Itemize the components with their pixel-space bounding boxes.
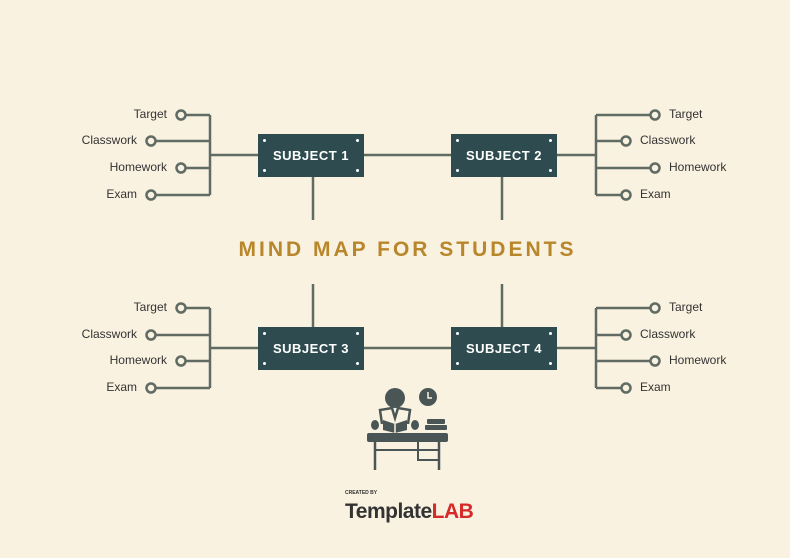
subject-2-box: SUBJECT 2: [451, 134, 557, 177]
branch-label-target: Target: [669, 300, 703, 314]
node-circle-icon: [145, 329, 157, 341]
node-circle-icon: [175, 302, 187, 314]
branch-label-target: Target: [133, 300, 167, 314]
books-icon: [425, 419, 447, 430]
node-circle-icon: [649, 162, 661, 174]
branch-label-exam: Exam: [106, 380, 137, 394]
logo-created-by: CREATED BY: [345, 490, 378, 496]
subject-3-box: SUBJECT 3: [258, 327, 364, 370]
branch-label-homework: Homework: [669, 353, 727, 367]
node-circle-icon: [620, 329, 632, 341]
node-circle-icon: [620, 382, 632, 394]
subject-label: SUBJECT 3: [272, 341, 350, 356]
branch-label-exam: Exam: [106, 187, 137, 201]
clock-icon: [419, 388, 437, 406]
node-circle-icon: [175, 162, 187, 174]
node-circle-icon: [175, 109, 187, 121]
page-title: MIND MAP FOR STUDENTS: [238, 238, 577, 261]
branch-label-homework: Homework: [669, 160, 727, 174]
branch-label-exam: Exam: [640, 380, 671, 394]
node-circle-icon: [145, 135, 157, 147]
branch-label-classwork: Classwork: [640, 327, 696, 341]
subject-1-box: SUBJECT 1: [258, 134, 364, 177]
node-circle-icon: [649, 109, 661, 121]
templatelab-logo: CREATED BY TemplateLAB: [345, 490, 474, 524]
logo-accent: LAB: [431, 500, 474, 523]
subject-label: SUBJECT 4: [465, 341, 543, 356]
subject-label: SUBJECT 1: [272, 148, 350, 163]
branch-label-classwork: Classwork: [81, 133, 137, 147]
branch-label-homework: Homework: [109, 353, 167, 367]
branch-label-homework: Homework: [109, 160, 167, 174]
branch-label-classwork: Classwork: [81, 327, 137, 341]
node-circle-icon: [620, 189, 632, 201]
node-circle-icon: [620, 135, 632, 147]
branch-label-target: Target: [133, 107, 167, 121]
branch-label-classwork: Classwork: [640, 133, 696, 147]
subject-label: SUBJECT 2: [465, 148, 543, 163]
node-circle-icon: [649, 302, 661, 314]
branch-label-target: Target: [669, 107, 703, 121]
logo-main: Template: [345, 500, 432, 523]
student-desk-icon: [367, 388, 448, 470]
node-circle-icon: [145, 189, 157, 201]
node-circle-icon: [145, 382, 157, 394]
node-circle-icon: [175, 355, 187, 367]
node-circle-icon: [649, 355, 661, 367]
subject-4-box: SUBJECT 4: [451, 327, 557, 370]
branch-label-exam: Exam: [640, 187, 671, 201]
